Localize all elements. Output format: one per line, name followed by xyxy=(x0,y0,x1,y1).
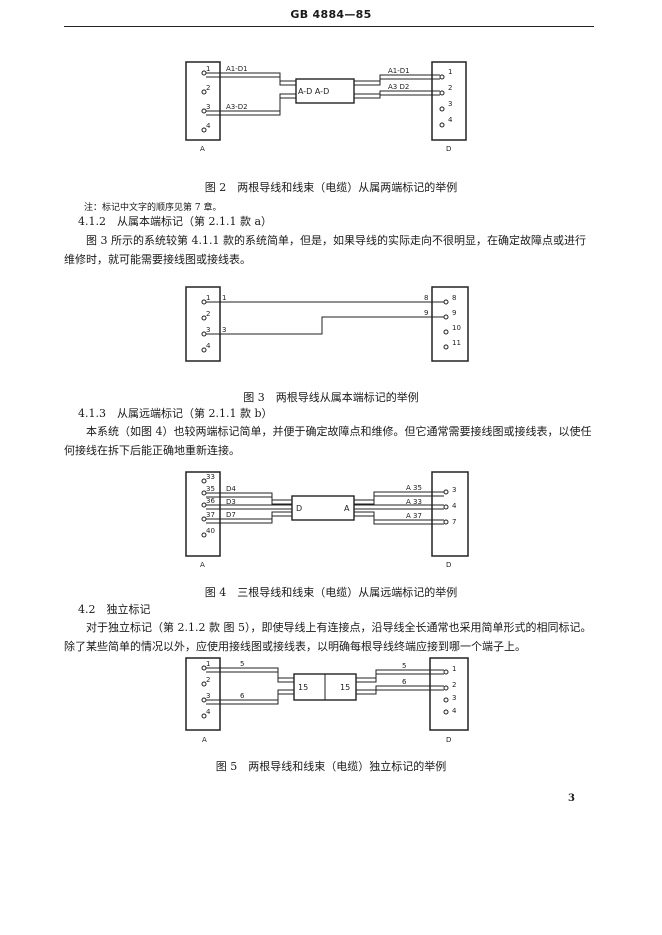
fig5-wire-label-right-bottom: 6 xyxy=(402,678,407,686)
fig4-left-terminal-36: 36 xyxy=(206,497,215,505)
fig5-left-device-label: A xyxy=(202,736,207,744)
fig5-right-terminal-2: 2 xyxy=(452,681,456,689)
fig5-connector-left: 15 xyxy=(298,683,308,692)
header-divider xyxy=(64,26,594,27)
fig4-left-wire-label-3: D7 xyxy=(226,511,236,519)
fig5-right-terminal-3: 3 xyxy=(452,694,456,702)
figure-3-caption: 图 3 两根导线从属本端标记的举例 xyxy=(243,391,419,404)
fig5-wire-label-right-top: 5 xyxy=(402,662,406,670)
fig2-wire-label-left-bottom: A3-D2 xyxy=(226,103,248,111)
figure-2-diagram: 1 2 3 4 A-D A-D A1-D1 A3-D2 A1-D1 A3 D2 … xyxy=(185,61,467,153)
section-4-1-3-title: 4.1.3 从属远端标记（第 2.1.1 款 b） xyxy=(78,407,273,420)
section-4-2-title: 4.2 独立标记 xyxy=(78,603,151,616)
fig2-wire-label-left-top: A1-D1 xyxy=(226,65,248,73)
section-4-1-2-title: 4.1.2 从属本端标记（第 2.1.1 款 a） xyxy=(78,215,273,228)
fig5-right-terminal-1: 1 xyxy=(452,665,456,673)
figure-5-caption: 图 5 两根导线和线束（电缆）独立标记的举例 xyxy=(215,760,447,773)
fig5-connector-right: 15 xyxy=(340,683,350,692)
fig3-right-terminal-9: 9 xyxy=(452,309,456,317)
fig3-wire-label-right-top: 8 xyxy=(424,294,428,302)
section-4-1-2-paragraph: 图 3 所示的系统较第 4.1.1 款的系统简单，但是，如果导线的实际走向不很明… xyxy=(64,234,586,266)
fig5-left-terminal-1: 1 xyxy=(206,660,210,668)
fig4-right-wire-label-3: A 37 xyxy=(406,512,422,520)
fig3-left-terminal-2: 2 xyxy=(206,310,210,318)
fig5-left-terminal-4: 4 xyxy=(206,708,211,716)
fig4-right-terminal-7: 7 xyxy=(452,518,456,526)
fig3-wire-label-left-top: 1 xyxy=(222,294,226,302)
fig2-wire-label-right-top: A1-D1 xyxy=(388,67,410,75)
fig4-connector-right: A xyxy=(344,504,350,513)
fig5-right-terminal-4: 4 xyxy=(452,707,457,715)
fig2-right-terminal-2: 2 xyxy=(448,84,452,92)
fig4-left-wire-label-2: D3 xyxy=(226,498,236,506)
fig3-left-terminal-4: 4 xyxy=(206,342,211,350)
fig4-right-wire-label-1: A 35 xyxy=(406,484,422,492)
fig2-right-terminal-3: 3 xyxy=(448,100,452,108)
figure-2-caption: 图 2 两根导线和线束（电缆）从属两端标记的举例 xyxy=(204,181,458,194)
fig4-left-terminal-33: 33 xyxy=(206,473,215,481)
section-4-2-paragraph: 对于独立标记（第 2.1.2 款 图 5），即使导线上有连接点，沿导线全长通常也… xyxy=(64,621,592,653)
fig2-left-terminal-3: 3 xyxy=(206,103,210,111)
fig3-wire-label-left-bottom: 3 xyxy=(222,326,226,334)
fig3-left-terminal-1: 1 xyxy=(206,294,210,302)
fig2-left-device-label: A xyxy=(200,145,205,153)
fig4-right-wire-label-2: A 33 xyxy=(406,498,422,506)
fig4-left-wire-label-1: D4 xyxy=(226,485,236,493)
fig4-left-terminal-40: 40 xyxy=(206,527,215,535)
fig5-wire-label-left-top: 5 xyxy=(240,660,244,668)
fig5-right-device-label: D xyxy=(446,736,451,744)
fig2-left-terminal-1: 1 xyxy=(206,65,210,73)
fig2-connector-label: A-D A-D xyxy=(298,87,329,96)
figure-5-diagram: 1 2 3 4 5 6 15 15 5 6 1 2 3 4 A D xyxy=(185,657,469,744)
note-text: 注：标记中文字的顺序见第 7 章。 xyxy=(84,203,222,213)
fig4-left-terminal-37: 37 xyxy=(206,511,215,519)
fig5-left-terminal-3: 3 xyxy=(206,692,210,700)
fig4-right-terminal-3: 3 xyxy=(452,486,456,494)
fig3-right-terminal-10: 10 xyxy=(452,324,461,332)
fig3-right-terminal-8: 8 xyxy=(452,294,456,302)
fig4-right-device-label: D xyxy=(446,561,451,569)
page-number: 3 xyxy=(568,793,575,804)
figure-3-diagram: 1 2 3 4 1 3 8 9 8 9 10 11 xyxy=(185,286,469,362)
fig3-right-terminal-11: 11 xyxy=(452,339,461,347)
fig2-wire-label-right-bottom: A3 D2 xyxy=(388,83,409,91)
standard-code-header: GB 4884—85 xyxy=(290,8,372,21)
fig5-wire-label-left-bottom: 6 xyxy=(240,692,245,700)
fig2-right-device-label: D xyxy=(446,145,451,153)
fig4-connector-left: D xyxy=(296,504,302,513)
fig2-right-terminal-4: 4 xyxy=(448,116,453,124)
fig3-left-terminal-3: 3 xyxy=(206,326,210,334)
figure-4-diagram: 33 35 36 37 40 D4 D3 D7 D A A 35 A 33 A … xyxy=(185,471,469,569)
figure-4-caption: 图 4 三根导线和线束（电缆）从属远端标记的举例 xyxy=(204,586,458,599)
section-4-1-3-paragraph: 本系统（如图 4）也较两端标记简单，并便于确定故障点和维修。但它通常需要接线图或… xyxy=(64,425,592,457)
fig4-left-device-label: A xyxy=(200,561,205,569)
fig2-right-terminal-1: 1 xyxy=(448,68,452,76)
fig2-left-terminal-2: 2 xyxy=(206,84,210,92)
fig4-left-terminal-35: 35 xyxy=(206,485,215,493)
fig2-left-terminal-4: 4 xyxy=(206,122,211,130)
fig5-left-terminal-2: 2 xyxy=(206,676,210,684)
fig3-wire-label-right-bottom: 9 xyxy=(424,309,428,317)
fig4-right-terminal-4: 4 xyxy=(452,502,457,510)
